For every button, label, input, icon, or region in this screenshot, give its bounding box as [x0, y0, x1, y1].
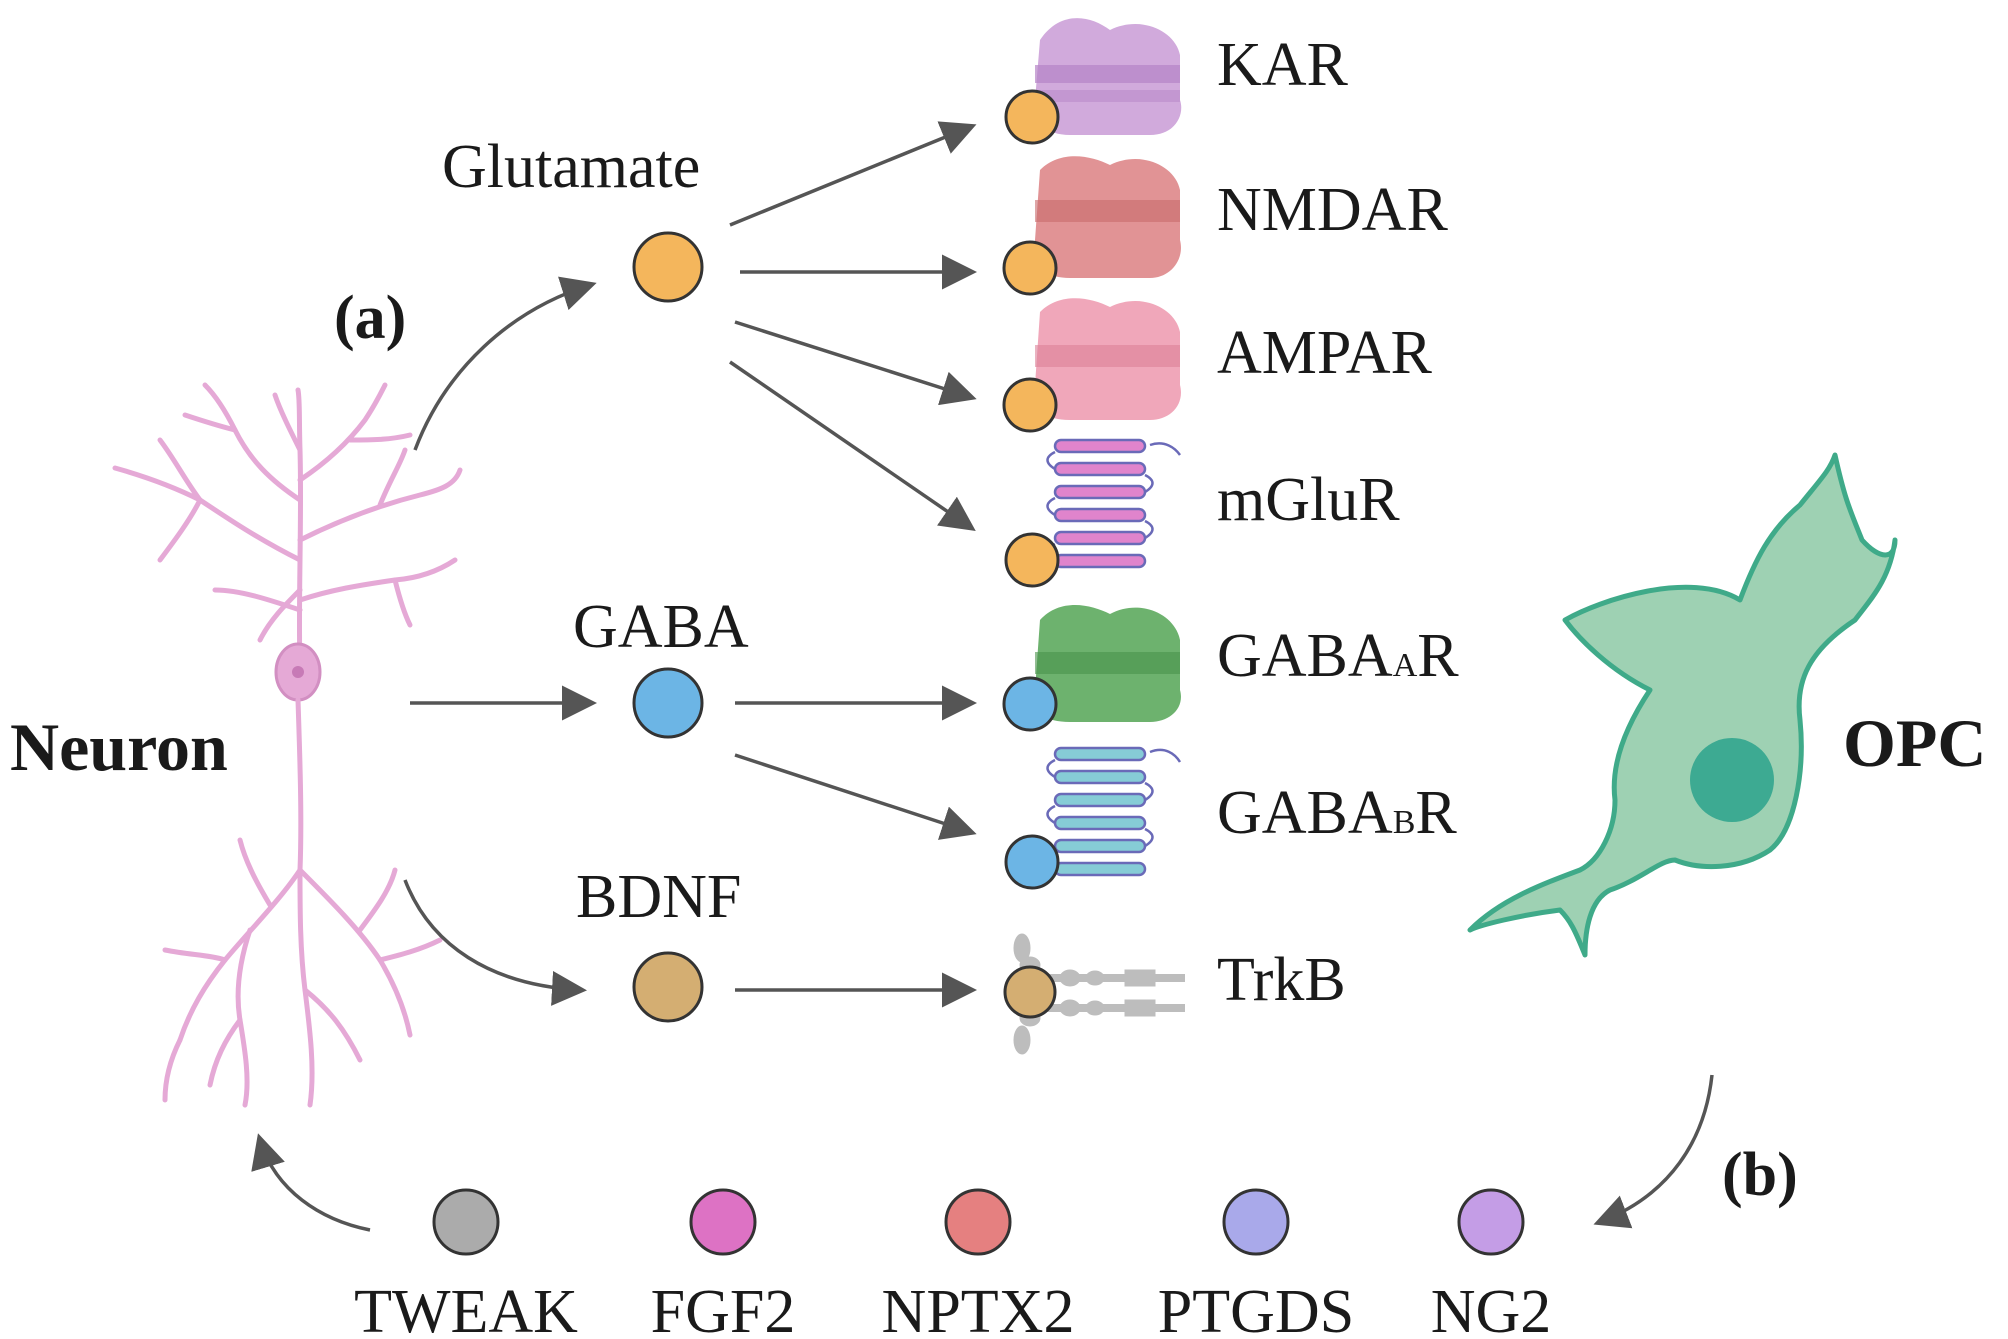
neuron-label: Neuron	[10, 709, 228, 785]
ampar-bound-ligand	[1002, 377, 1058, 433]
gababr-bound-ligand	[1004, 834, 1060, 890]
ampar-receptor	[1033, 298, 1181, 420]
factor-ng2-label: NG2	[1431, 1278, 1552, 1334]
opc-cell	[1467, 452, 1898, 958]
factor-nptx2-label: NPTX2	[882, 1278, 1075, 1334]
factor-tweak-label: TWEAK	[354, 1278, 578, 1334]
bdnf-ligand	[632, 951, 704, 1023]
trkb-label: TrkB	[1217, 946, 1346, 1014]
factor-ng2-ligand	[1457, 1188, 1525, 1256]
glutamate-label: Glutamate	[442, 133, 700, 201]
gabaar-label: GABAAR	[1217, 622, 1459, 690]
nmdar-receptor	[1033, 156, 1181, 278]
nmdar-label: NMDAR	[1217, 176, 1448, 244]
bdnf-label: BDNF	[576, 863, 741, 931]
arrow-gaba-to-gababr	[734, 753, 977, 840]
nmdar-bound-ligand	[1002, 240, 1058, 296]
factor-ptgds-label: PTGDS	[1158, 1278, 1354, 1334]
gababr-label: GABABR	[1217, 779, 1457, 847]
mglur-label: mGluR	[1217, 466, 1400, 534]
factor-ptgds-ligand	[1222, 1188, 1290, 1256]
arrow-glutamate-to-mglur	[729, 360, 976, 531]
kar-receptor	[1033, 18, 1182, 135]
factor-tweak-ligand	[432, 1188, 500, 1256]
factor-fgf2-label: FGF2	[651, 1278, 796, 1334]
opc-label: OPC	[1843, 705, 1987, 781]
panel-label-a: (a)	[334, 284, 406, 352]
neuron-cell	[112, 382, 463, 1108]
arrow-glutamate-to-ampar	[734, 320, 977, 406]
gabaar-receptor	[1033, 605, 1181, 722]
glutamate-ligand	[632, 231, 704, 303]
factor-nptx2-ligand	[944, 1188, 1012, 1256]
arrow-factors-to-neuron	[251, 1133, 371, 1232]
kar-bound-ligand	[1004, 89, 1060, 145]
mglur-bound-ligand	[1004, 532, 1060, 588]
gababr-receptor	[1046, 746, 1182, 877]
ampar-label: AMPAR	[1217, 319, 1432, 387]
kar-label: KAR	[1217, 31, 1349, 99]
arrow-glutamate-to-kar	[729, 121, 977, 227]
gabaar-bound-ligand	[1002, 676, 1058, 732]
mglur-receptor	[1046, 438, 1182, 569]
arrow-opc-to-factors	[1593, 1074, 1714, 1229]
factor-fgf2-ligand	[689, 1188, 757, 1256]
gaba-ligand	[632, 667, 704, 739]
gaba-label: GABA	[573, 593, 749, 661]
panel-label-b: (b)	[1722, 1141, 1798, 1209]
arrow-neuron-to-glutamate	[413, 276, 597, 451]
arrow-neuron-to-bdnf	[403, 879, 587, 1006]
trkb-bound-ligand	[1003, 965, 1057, 1019]
